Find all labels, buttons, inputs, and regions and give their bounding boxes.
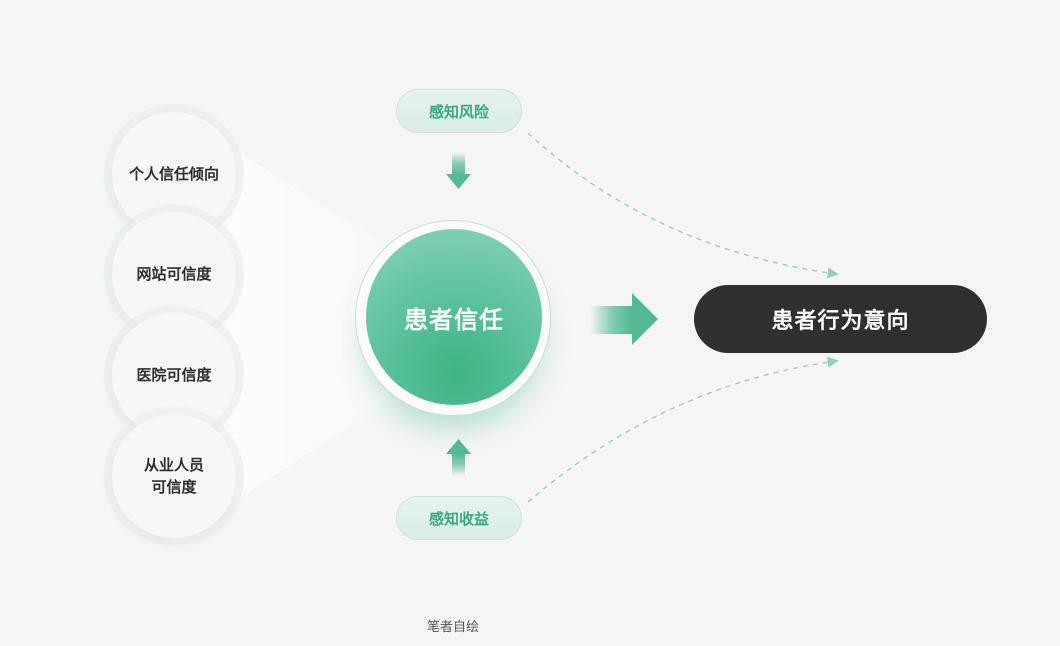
figure-caption: 笔者自绘: [426, 620, 479, 635]
perceived-risk-pill: 感知风险: [396, 89, 522, 133]
perceived-benefit-pill: 感知收益: [396, 496, 522, 540]
outcome-node-label: 患者行为意向: [771, 309, 910, 334]
perceived-risk-label: 感知风险: [428, 102, 489, 121]
factor-label: 网站可信度: [136, 265, 212, 283]
core-node-patient-trust: 患者信任: [366, 229, 542, 405]
core-node-label: 患者信任: [404, 305, 504, 334]
up-arrow-icon: [446, 439, 471, 476]
benefit-to-outcome-dashed-arrow: [527, 356, 839, 503]
factor-label-line-1: 从业人员: [143, 456, 204, 474]
outcome-node-behavior-intention: 患者行为意向: [694, 285, 987, 353]
down-arrow-icon: [446, 152, 471, 189]
factor-label: 个人信任倾向: [128, 165, 219, 183]
perceived-benefit-label: 感知收益: [428, 509, 489, 528]
right-arrow-icon: [590, 293, 658, 345]
factor-label-line-2: 可信度: [151, 478, 197, 496]
light-beam: [175, 112, 390, 540]
risk-to-outcome-dashed-arrow: [527, 132, 839, 279]
factor-practitioner-credibility: 从业人员 可信度: [112, 414, 236, 538]
factor-label: 医院可信度: [136, 366, 212, 384]
